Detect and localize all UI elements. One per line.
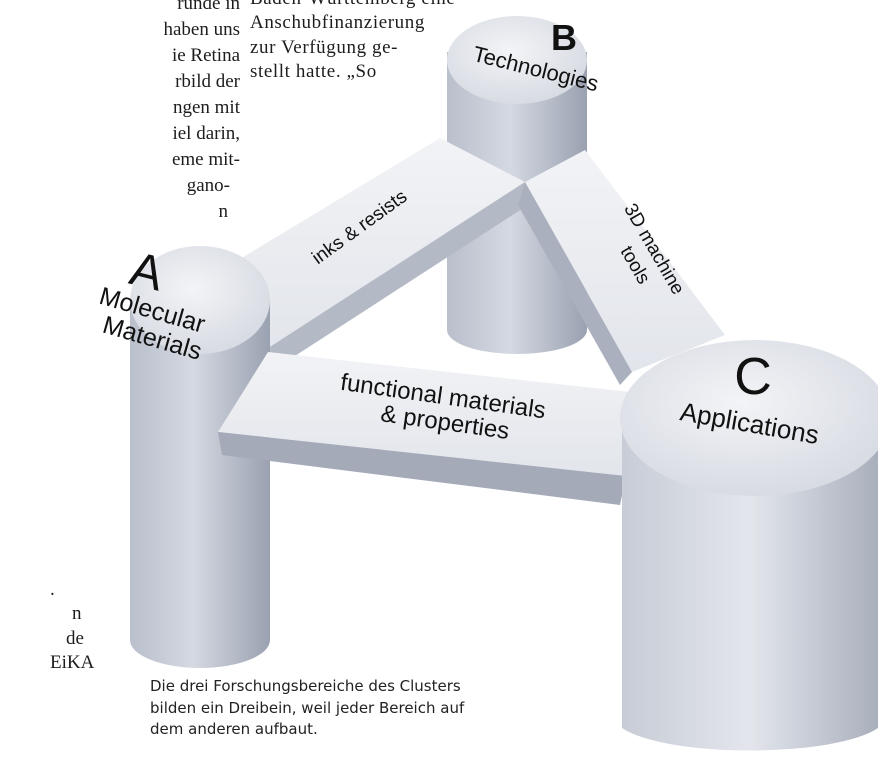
left-text-line: n [218,201,229,222]
left-text-line: ngen mit [172,97,240,118]
beam-bc [518,150,725,385]
left-text-line: ie Retina [171,45,240,66]
caption-line: Die drei Forschungsbereiche des Clusters [150,677,461,695]
bottom-text-line: . [50,579,55,600]
middle-text-line: Baden-Württemberg eine [250,0,455,11]
middle-text-line: stellt hatte. „So [250,61,377,83]
pillar-a [130,246,270,668]
left-text-line: runde in [177,0,240,14]
bottom-left-body-text: . n de EiKA [0,578,95,676]
left-body-text: runde in haben uns ie Retina rbild der n… [0,0,240,762]
left-text-line: haben uns [163,19,240,40]
left-text-line: iel darin, [172,123,240,144]
left-text-line: eme mit- [171,149,240,170]
bottom-text-line: de [66,627,84,649]
caption-line: dem anderen aufbaut. [150,720,318,738]
bottom-text-line: n [72,603,82,625]
pillar-b-letter: B [551,17,577,58]
bottom-text-line: EiKA [50,652,95,674]
middle-body-text: Baden-Württemberg eine Anschubfinanzieru… [250,0,455,85]
left-text-line: gano- [186,175,230,196]
left-text-line: rbild der [175,71,240,92]
pillar-c [620,340,878,751]
middle-text-line: zur Verfügung ge- [250,36,399,58]
pillar-c-letter: C [734,348,772,406]
caption-line: bilden ein Dreibein, weil jeder Bereich … [150,698,465,717]
figure-caption: Die drei Forschungsbereiche des Clusters… [150,676,550,741]
beam-ab [235,138,528,376]
middle-text-line: Anschubfinanzierung [250,12,425,34]
beam-ac [218,352,648,505]
